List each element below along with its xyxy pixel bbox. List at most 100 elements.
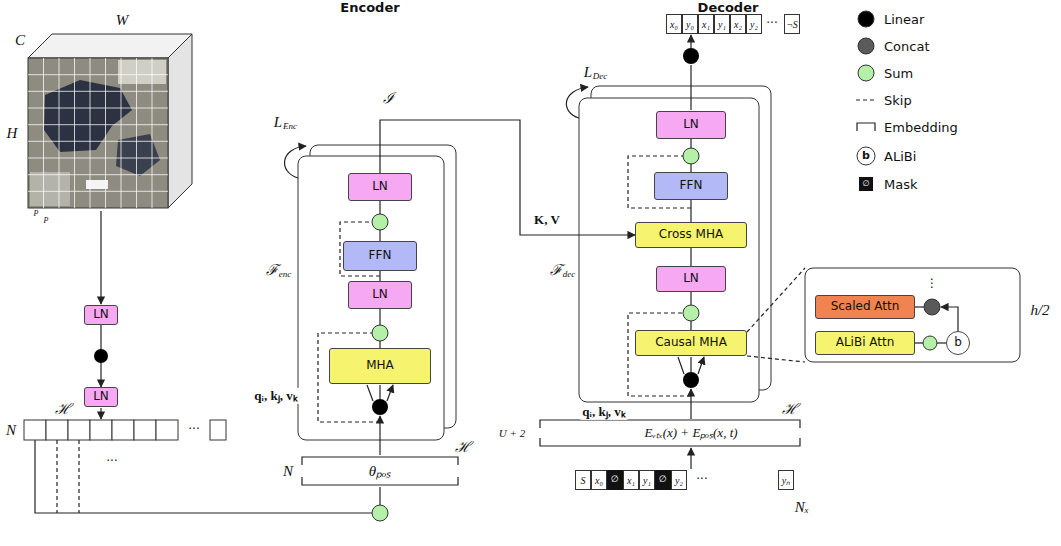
wire: [100, 211, 101, 304]
attention-box: ALiBi Attn: [815, 331, 915, 355]
patch-size: P: [34, 210, 39, 219]
aerial-image: [28, 58, 168, 208]
qkv-arrows: [367, 385, 393, 401]
wire: [35, 440, 372, 513]
legend-swatch: [858, 38, 874, 54]
dimension-label: ℋ: [55, 401, 71, 418]
wire: [690, 448, 691, 469]
wire: [100, 408, 101, 419]
legend-text: Linear: [884, 12, 924, 27]
linear-dot: [372, 399, 388, 415]
zoom-box: [805, 268, 1020, 362]
ellipsis: ···: [106, 455, 117, 468]
token-cell: x₁: [623, 470, 639, 490]
node-text: LN: [683, 272, 699, 286]
node-text: LN: [93, 390, 109, 404]
token-cell: [68, 420, 90, 440]
attention-box: Scaled Attn: [815, 295, 915, 319]
symbol-label: L: [274, 114, 282, 131]
token-cell: [46, 420, 68, 440]
token-cell: x₂: [730, 14, 746, 34]
dimension-label: N: [6, 422, 16, 439]
dimension-label: W: [116, 12, 129, 29]
sum-dot: [372, 325, 388, 341]
token-cell: x₀: [591, 470, 607, 490]
connector: [690, 200, 691, 222]
ffn-box: FFN: [343, 241, 417, 271]
dimension-label: C: [15, 32, 25, 49]
token-cell: yₙ: [778, 470, 794, 490]
section-title: Decoder: [698, 1, 759, 15]
token-cell: [156, 420, 178, 440]
token-cell: S: [575, 470, 591, 490]
token-cell: y₂: [746, 14, 762, 34]
image-car: [86, 180, 108, 189]
section-title: Encoder: [340, 1, 399, 15]
repeat-arrow: [285, 146, 306, 178]
ellipsis: ···: [696, 473, 707, 486]
symbol-label: ℐ: [383, 90, 394, 107]
legend-swatch: [858, 11, 874, 27]
cube-side: [168, 34, 192, 208]
attention-box: MHA: [329, 348, 431, 384]
alibi-circle: b: [946, 331, 970, 355]
legend-symbol-text: b: [862, 150, 870, 162]
connector: [380, 120, 635, 235]
symbol-subscript: Enc: [283, 122, 297, 132]
wire: [690, 35, 691, 48]
layer-norm-box: LN: [348, 173, 412, 201]
connector: [690, 248, 691, 266]
legend-symbol-text: ∅: [863, 180, 870, 189]
dimension-label: ℋ: [782, 401, 798, 418]
legend-skip-sample: [856, 99, 876, 100]
embedding-bracket: [540, 420, 800, 446]
symbol-subscript: dec: [563, 270, 576, 280]
legend-alibi-sample: [857, 147, 875, 165]
embedding-label: θₚₒₛ: [369, 463, 392, 480]
kv-label: K, V: [532, 212, 562, 228]
node-text: FFN: [369, 249, 392, 263]
legend-swatch: [858, 65, 874, 81]
node-text: b: [954, 336, 962, 350]
token-cell: [90, 420, 112, 440]
mask-cell: ∅: [655, 470, 671, 490]
legend-text: Sum: [884, 66, 913, 81]
token-cell: [112, 420, 134, 440]
token-cells: [24, 420, 226, 440]
ellipsis: ⋮: [926, 277, 938, 290]
node-text: LN: [372, 180, 388, 194]
token-cell: y₁: [639, 470, 655, 490]
node-text: Causal MHA: [655, 336, 727, 350]
token-cell: [210, 420, 226, 440]
dimension-label: Nₓ: [795, 499, 809, 516]
mask-cell: ∅: [607, 470, 623, 490]
ellipsis: ···: [766, 17, 777, 30]
symbol-subscript: enc: [279, 270, 292, 280]
node-text: ALiBi Attn: [836, 336, 895, 350]
wire: [379, 487, 380, 505]
token-cell: y₁: [714, 14, 730, 34]
qkv-label: qᵢ, kⱼ, vₖ: [252, 388, 299, 404]
sum-dot: [683, 148, 699, 164]
encoder-stack-front: [298, 156, 444, 440]
cube-top: [28, 34, 192, 58]
dimension-label: ℋ: [455, 439, 471, 456]
node-text: Scaled Attn: [831, 300, 900, 314]
patch-size: P: [44, 217, 49, 226]
embedding-label: Eᵥₜₓ(x) + Eₚₒₛ(x, t): [644, 426, 737, 440]
node-text: FFN: [680, 179, 703, 193]
legend-text: Mask: [884, 177, 917, 192]
ellipsis: ···: [188, 423, 199, 436]
dimension-label: U + 2: [499, 427, 525, 439]
image-building: [116, 134, 160, 176]
linear-dot: [683, 372, 699, 388]
sum-dot: [372, 505, 388, 521]
token-cell: [24, 420, 46, 440]
attention-box: Causal MHA: [635, 330, 747, 356]
wire: [941, 307, 958, 331]
dimension-label: N: [283, 463, 293, 480]
legend-text: Embedding: [884, 120, 958, 135]
node-text: MHA: [366, 359, 394, 373]
